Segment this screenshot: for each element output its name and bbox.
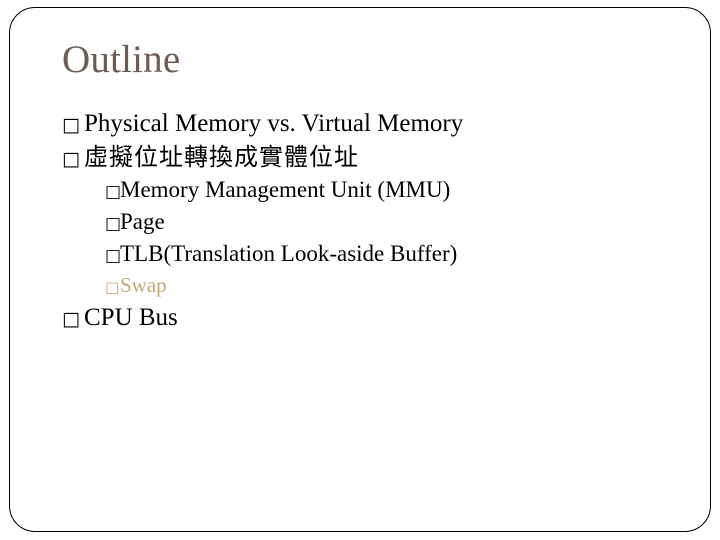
list-item-label: Page [120,209,165,234]
list-item-label: 虛擬位址轉換成實體位址 [84,143,359,171]
list-item: □ 虛擬位址轉換成實體位址 [62,140,682,174]
list-item: □ TLB(Translation Look-aside Buffer) [105,238,682,270]
square-bullet-icon: □ [105,182,122,202]
square-bullet-icon: □ [62,114,80,136]
square-bullet-icon: □ [105,246,122,266]
list-item-swap: □ Swap [105,270,682,300]
square-bullet-icon: □ [105,214,122,234]
square-bullet-icon: □ [105,278,120,296]
list-item-label: CPU Bus [84,304,178,331]
list-item: □ Physical Memory vs. Virtual Memory [62,108,682,140]
list-item-label: Memory Management Unit (MMU) [120,177,451,202]
list-item: □ Memory Management Unit (MMU) [105,174,682,206]
square-bullet-icon: □ [62,148,80,170]
list-item-label: Physical Memory vs. Virtual Memory [84,110,464,137]
list-item: □ CPU Bus [62,302,682,334]
list-item-label: TLB(Translation Look-aside Buffer) [120,241,458,266]
list-item: □ Page [105,206,682,238]
square-bullet-icon: □ [62,308,80,330]
outline-list: □ Physical Memory vs. Virtual Memory □ 虛… [62,108,682,334]
page-title: Outline [62,38,181,81]
list-item-label: Swap [120,273,167,297]
